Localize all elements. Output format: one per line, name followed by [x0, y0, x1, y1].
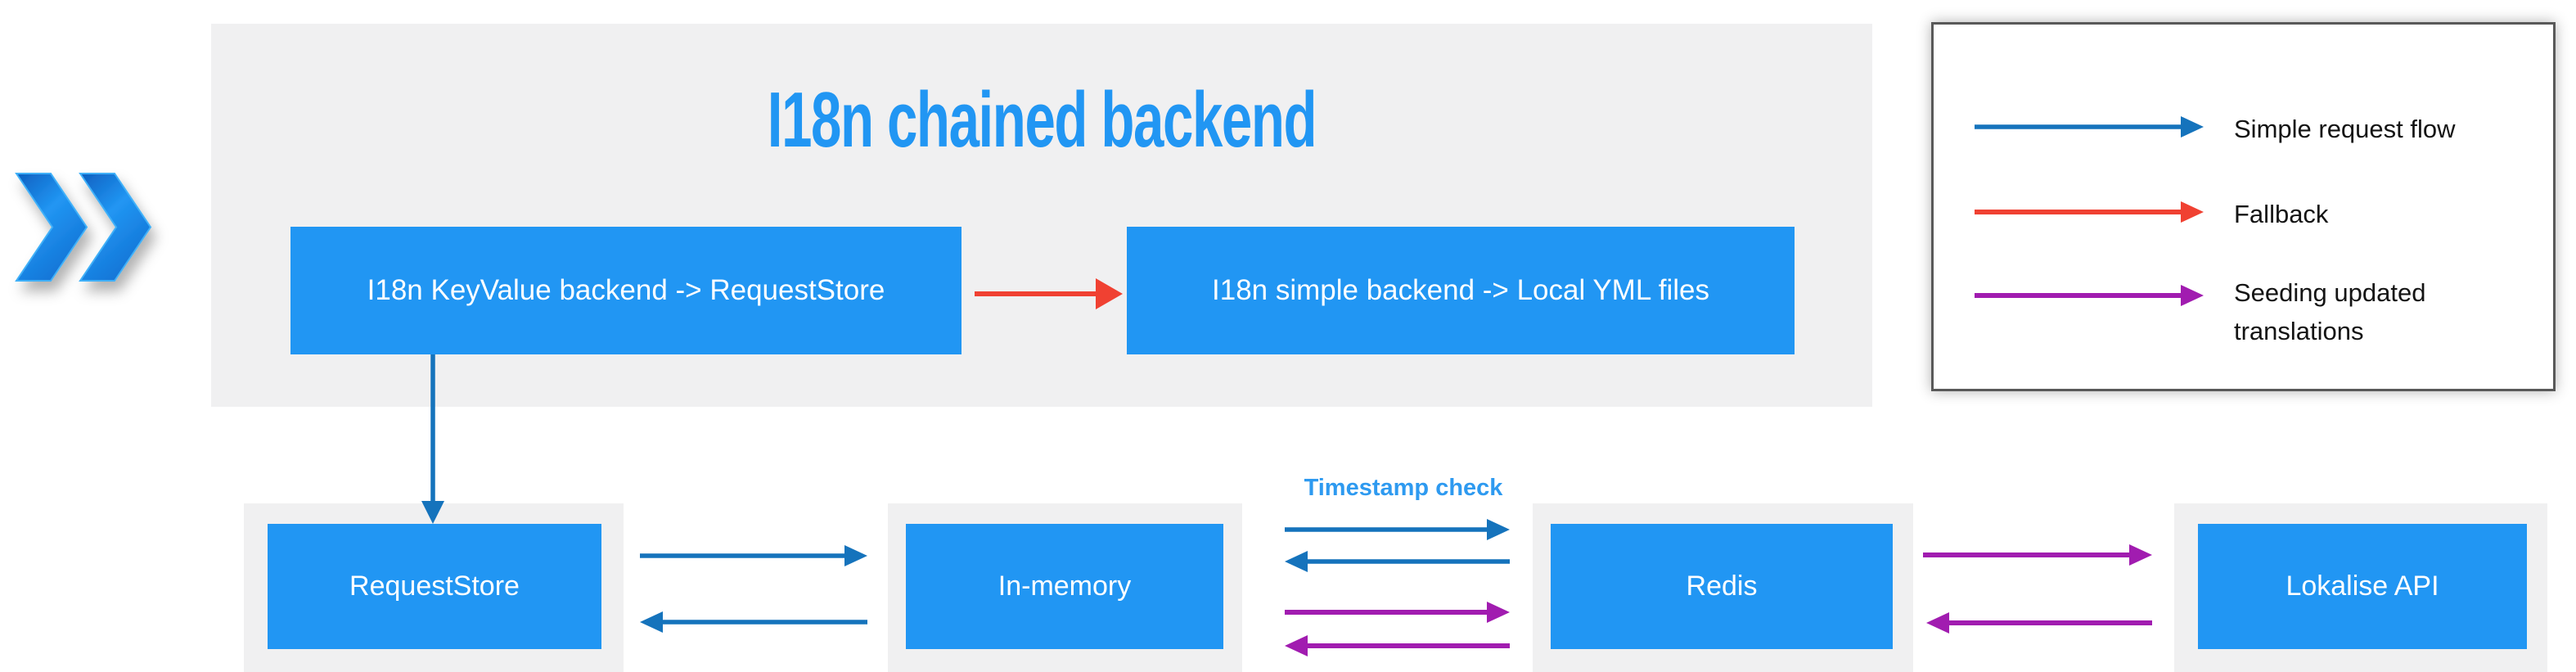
legend-fallback-arrow-icon — [1975, 201, 2204, 223]
node-keyvalue-backend: I18n KeyValue backend -> RequestStore — [290, 227, 961, 354]
node-lokalise-api-label: Lokalise API — [2286, 571, 2439, 602]
node-simple-backend-label: I18n simple backend -> Local YML files — [1212, 274, 1709, 306]
node-redis: Redis — [1551, 524, 1893, 649]
legend-item-seeding-updated-translations: Seeding updated translations — [2234, 278, 2426, 345]
arrow-lokalise-to-redis — [1926, 612, 2152, 634]
legend-simple-request-flow-arrow-icon — [1975, 116, 2204, 138]
page-title: I18n chained backend — [767, 76, 1317, 164]
node-inmemory: In-memory — [906, 524, 1223, 649]
fast-forward-icon — [15, 173, 152, 282]
arrow-requeststore-to-inmemory — [640, 545, 867, 566]
arrow-inmemory-to-redis-timestamp — [1285, 519, 1510, 540]
node-redis-label: Redis — [1686, 571, 1758, 602]
legend-seeding-updated-translations-arrow-icon — [1975, 285, 2204, 306]
timestamp-check-label: Timestamp check — [1304, 475, 1503, 501]
legend-item-simple-request-flow: Simple request flow — [2234, 115, 2456, 143]
node-keyvalue-backend-label: I18n KeyValue backend -> RequestStore — [367, 274, 885, 306]
arrow-redis-to-inmemory-seeding — [1285, 635, 1510, 656]
arrow-redis-to-lokalise — [1923, 544, 2152, 566]
legend-item-fallback: Fallback — [2234, 200, 2329, 228]
node-requeststore: RequestStore — [268, 524, 601, 649]
arrow-inmemory-to-requeststore — [640, 611, 867, 633]
node-requeststore-label: RequestStore — [349, 571, 520, 602]
node-simple-backend: I18n simple backend -> Local YML files — [1127, 227, 1795, 354]
arrow-inmemory-to-redis-seeding — [1285, 602, 1510, 623]
arrow-redis-to-inmemory-timestamp — [1285, 551, 1510, 572]
legend: Simple request flow Fallback Seeding upd… — [1931, 22, 2556, 391]
node-lokalise-api: Lokalise API — [2198, 524, 2527, 649]
node-inmemory-label: In-memory — [998, 571, 1132, 602]
